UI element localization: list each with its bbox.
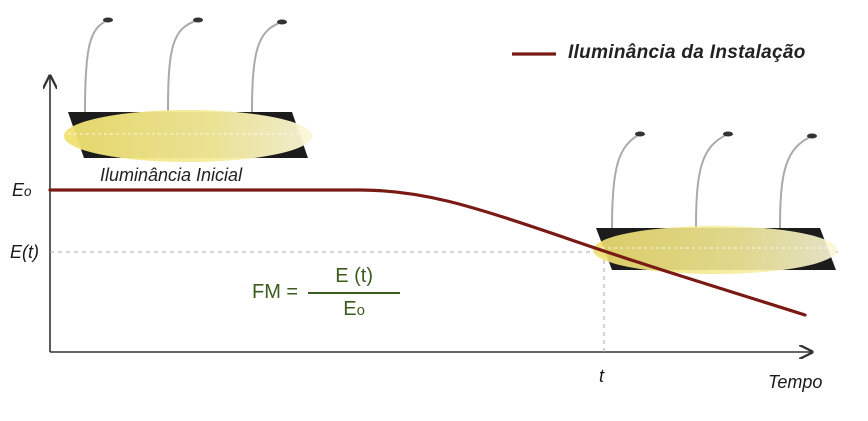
light-pole-icon bbox=[167, 19, 199, 113]
maintenance-factor-formula: FM = E (t) Eo bbox=[252, 265, 401, 321]
light-pool bbox=[593, 226, 837, 274]
installation-illuminance-curve bbox=[48, 188, 807, 317]
formula-denominator: Eo bbox=[343, 297, 365, 320]
formula-fraction: E (t) Eo bbox=[308, 265, 401, 321]
light-pool bbox=[64, 110, 312, 162]
light-pole-icon bbox=[779, 135, 813, 229]
initial-illuminance-label: Iluminância Inicial bbox=[100, 165, 243, 185]
fraction-bar bbox=[308, 292, 401, 294]
maintained-luminaires bbox=[593, 131, 837, 274]
formula-lhs: FM = bbox=[252, 281, 299, 304]
t-axis-label: t bbox=[599, 366, 605, 386]
light-pole-icon bbox=[695, 133, 729, 229]
legend-label: Iluminância da Instalação bbox=[568, 42, 806, 63]
time-axis-label: Tempo bbox=[768, 372, 823, 392]
formula-numerator: E (t) bbox=[335, 265, 374, 287]
eo-axis-label: Eo bbox=[12, 180, 32, 200]
initial-luminaires bbox=[64, 17, 312, 162]
light-pole-icon bbox=[611, 133, 641, 229]
et-axis-label: E(t) bbox=[10, 242, 39, 262]
light-pole-icon bbox=[84, 19, 109, 113]
light-pole-icon bbox=[251, 21, 283, 113]
